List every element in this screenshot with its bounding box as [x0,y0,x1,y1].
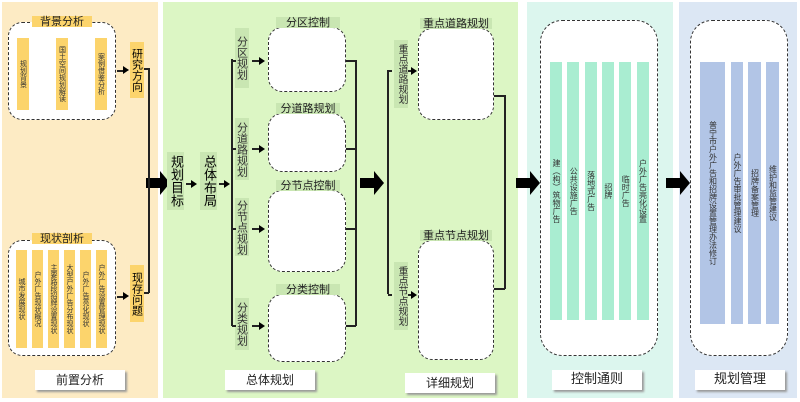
background-analysis-title: 背景分析 [32,16,92,27]
big-arrow-icon [516,171,540,195]
control-item: 落地式广告 [584,62,597,320]
connector-line [388,294,392,296]
status-item: 城市发展现状 [16,250,27,348]
control-item: 临时广告 [619,62,632,320]
background-item: 规划背景 [17,38,29,110]
connector-line [355,60,357,326]
big-arrow-icon [360,171,384,195]
branch-label: 分类规划 [235,298,249,350]
status-item: 主要路段招牌设置现状 [48,250,59,348]
arrow-icon [411,66,417,75]
detail-branch-label: 重点节点规划 [394,262,408,330]
control-item: 招牌 [601,62,614,320]
background-item: 国土空间规划解读 [56,38,68,110]
management-item: 户外广告审批管理建议 [731,62,743,324]
connector-line [232,148,236,150]
status-item: 户外广告设置管理现状 [96,250,107,348]
branch-label: 分道路规划 [235,118,249,180]
arrow-icon [411,290,417,299]
connector-line [219,183,225,185]
branch-box [268,294,346,362]
connector-line [252,60,260,62]
control-rules-label: 控制通则 [552,370,642,390]
arrow-icon [191,179,197,188]
branch-title: 分道路规划 [276,103,340,114]
connector-line [408,70,412,72]
connector-line [144,68,149,70]
management-item: 招牌备案管理 [748,62,761,324]
connector-line [388,70,392,72]
status-item: 户外广告现状概况 [32,250,43,348]
big-arrow-icon [666,171,690,195]
branch-title: 分类控制 [276,284,340,295]
status-item: 户外广告亮化现状 [80,250,91,348]
overall-planning-label: 总体规划 [225,370,315,390]
arrow-icon [259,321,265,330]
connector-line [232,325,236,327]
detail-box [418,28,494,120]
connector-line [117,296,124,298]
control-item: 户外广告亮化设置 [636,62,649,320]
connector-line [252,228,260,230]
connector-line [345,148,356,150]
connector-line [252,325,260,327]
branch-label: 分节点规划 [235,198,249,256]
big-arrow-icon [146,171,170,195]
connector-line [494,288,505,290]
status-analysis-title: 现状剖析 [32,233,92,244]
research-direction: 研究方向 [130,42,144,98]
connector-line [231,59,233,326]
overall-layout: 总体布局 [200,152,217,210]
connector-line [144,292,149,294]
arrow-icon [123,292,129,300]
connector-line [186,183,192,185]
branch-box [268,190,346,272]
detail-title: 重点节点规划 [420,230,492,241]
branch-box [268,113,346,172]
connector-line [504,95,506,289]
detail-branch-label: 重点道路规划 [394,40,408,108]
existing-problems: 现存问题 [130,265,144,322]
connector-line [408,294,412,296]
pre-analysis-label: 前置分析 [35,370,125,390]
status-item: 大型户外广告分布现状 [64,250,75,348]
control-item: 公共设施广告 [567,62,580,320]
connector-line [345,228,356,230]
connector-line [148,68,150,293]
connector-line [232,60,236,62]
arrow-icon [259,144,265,153]
branch-box [268,27,346,92]
branch-label: 分区规划 [235,28,249,88]
connector-line [494,95,505,97]
connector-line [387,70,389,294]
planning-goal: 规划目标 [167,152,184,210]
management-item: 维护和监管建议 [766,62,779,324]
connector-line [252,148,260,150]
connector-line [117,70,124,72]
branch-title: 分区控制 [276,17,340,28]
connector-line [345,60,356,62]
background-item: 案例借鉴分析 [95,38,107,110]
control-item: 建（构）筑物广告 [550,62,562,320]
detail-title: 重点道路规划 [420,18,492,29]
detail-box [418,240,494,360]
management-item: 普宁市户外广告和招牌设置管理办法修订 [700,62,725,324]
connector-line [345,325,356,327]
detail-planning-label: 详细规划 [405,373,495,393]
arrow-icon [259,224,265,233]
arrow-icon [123,66,129,74]
connector-line [232,228,236,230]
planning-management-label: 规划管理 [695,370,785,390]
arrow-icon [259,56,265,65]
branch-title: 分节点控制 [276,180,340,191]
arrow-icon [224,179,230,188]
